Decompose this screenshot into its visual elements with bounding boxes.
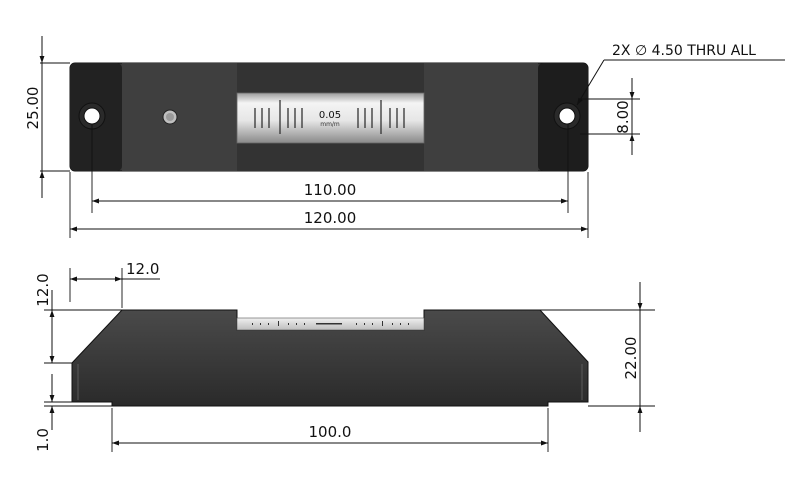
side-view: 12.0 12.0 1.0 22.00 100.0 [34,260,655,452]
vial-graduations [254,100,405,134]
dim-side-height: 22.00 [622,337,640,380]
vial-window [236,92,425,144]
dim-hole-spacing: 110.00 [304,181,357,199]
vial-side-marks [252,321,409,326]
mid-panel-right [424,63,538,171]
dim-base-length: 100.0 [309,423,352,441]
dim-foot-height: 1.0 [34,428,52,452]
vial-unit: mm/m [320,121,340,128]
hole-bore-right [558,107,576,125]
dim-chamfer-width: 12.0 [126,260,159,278]
vial-reading: 0.05 [319,110,341,121]
mid-panel-left [122,63,237,171]
dim-body-height-top: 25.00 [24,87,42,130]
screw-head-icon [166,113,174,121]
dim-hole-offset: 8.00 [614,100,632,133]
hole-callout: 2X ∅ 4.50 THRU ALL [612,43,756,59]
dim-overall-length: 120.00 [304,209,357,227]
top-view: 0.05 mm/m 110.00 120.00 25.00 [24,36,785,238]
hole-bore-left [83,107,101,125]
dim-chamfer-height: 12.0 [34,273,52,306]
